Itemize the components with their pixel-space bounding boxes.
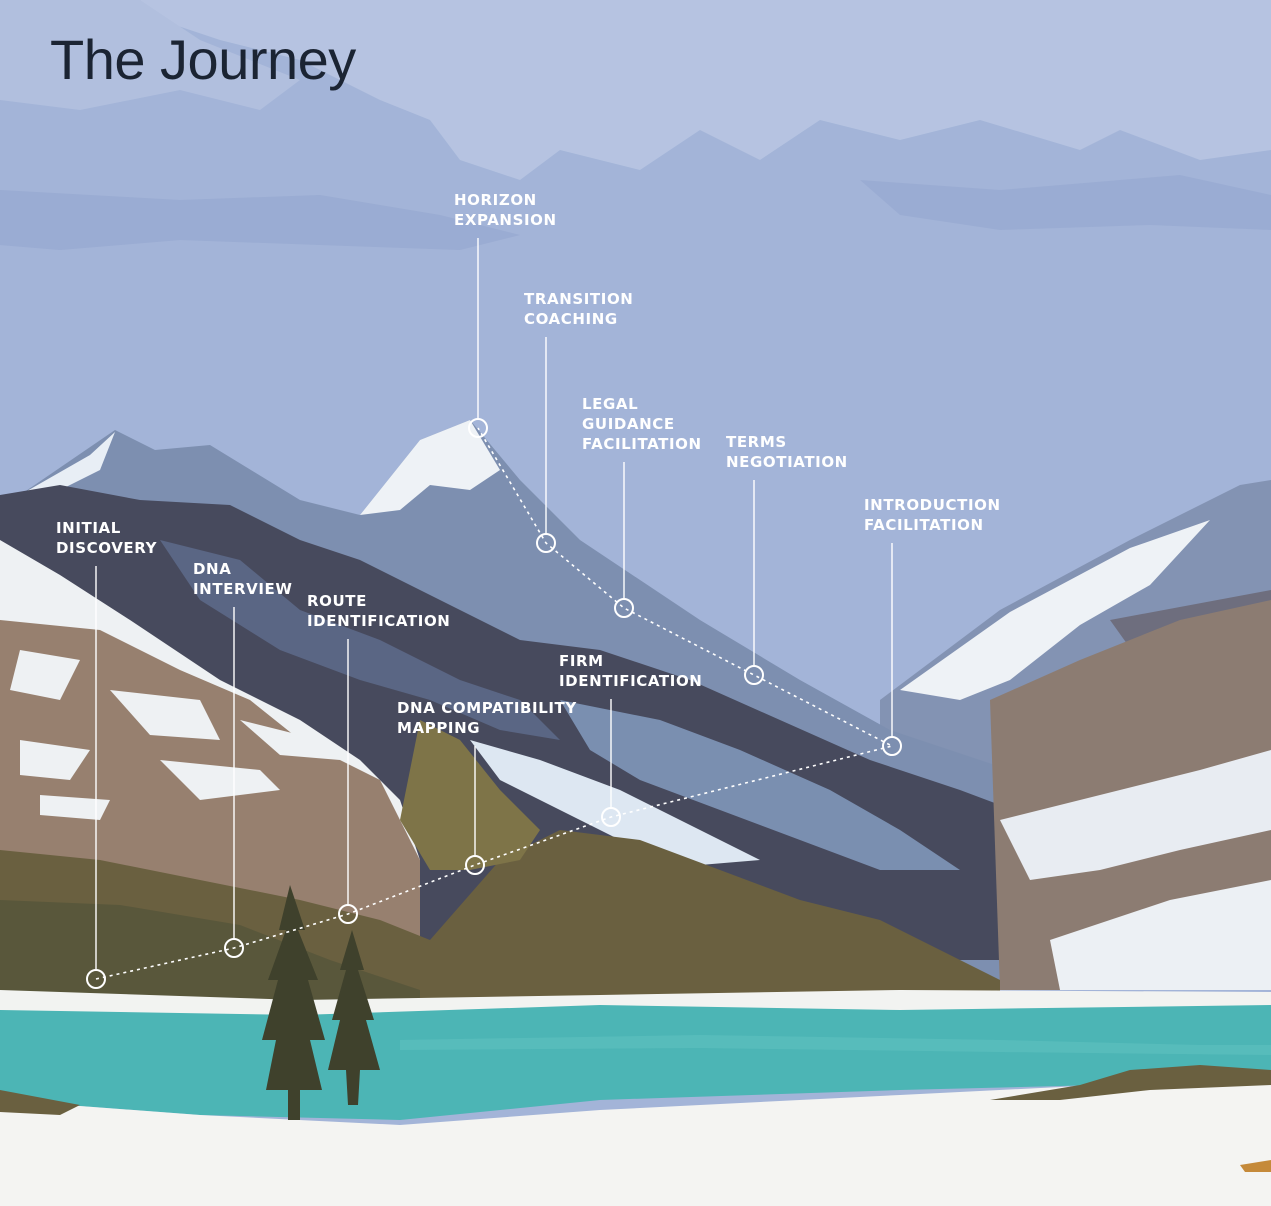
page-title: The Journey <box>50 26 356 93</box>
stage-label-line: TRANSITION <box>524 289 633 309</box>
stage-label-line: INTRODUCTION <box>864 495 1001 515</box>
stage-label-line: ROUTE <box>307 591 450 611</box>
stage-label-line: HORIZON <box>454 190 557 210</box>
stage-label-line: FACILITATION <box>582 434 702 454</box>
stage-label-line: FIRM <box>559 651 702 671</box>
stage-label-line: INITIAL <box>56 518 157 538</box>
stage-label-line: COACHING <box>524 309 633 329</box>
stage-label-line: NEGOTIATION <box>726 452 848 472</box>
stage-label-line: DISCOVERY <box>56 538 157 558</box>
stage-label-line: IDENTIFICATION <box>559 671 702 691</box>
stage-label-line: MAPPING <box>397 718 577 738</box>
stage-label-line: EXPANSION <box>454 210 557 230</box>
stage-label-line: FACILITATION <box>864 515 1001 535</box>
stage-label-line: GUIDANCE <box>582 414 702 434</box>
stage-label-line: LEGAL <box>582 394 702 414</box>
stage-label-line: IDENTIFICATION <box>307 611 450 631</box>
stage-label-line: DNA COMPATIBILITY <box>397 698 577 718</box>
stage-label-line: DNA <box>193 559 293 579</box>
stage-label-line: INTERVIEW <box>193 579 293 599</box>
stage-label-line: TERMS <box>726 432 848 452</box>
